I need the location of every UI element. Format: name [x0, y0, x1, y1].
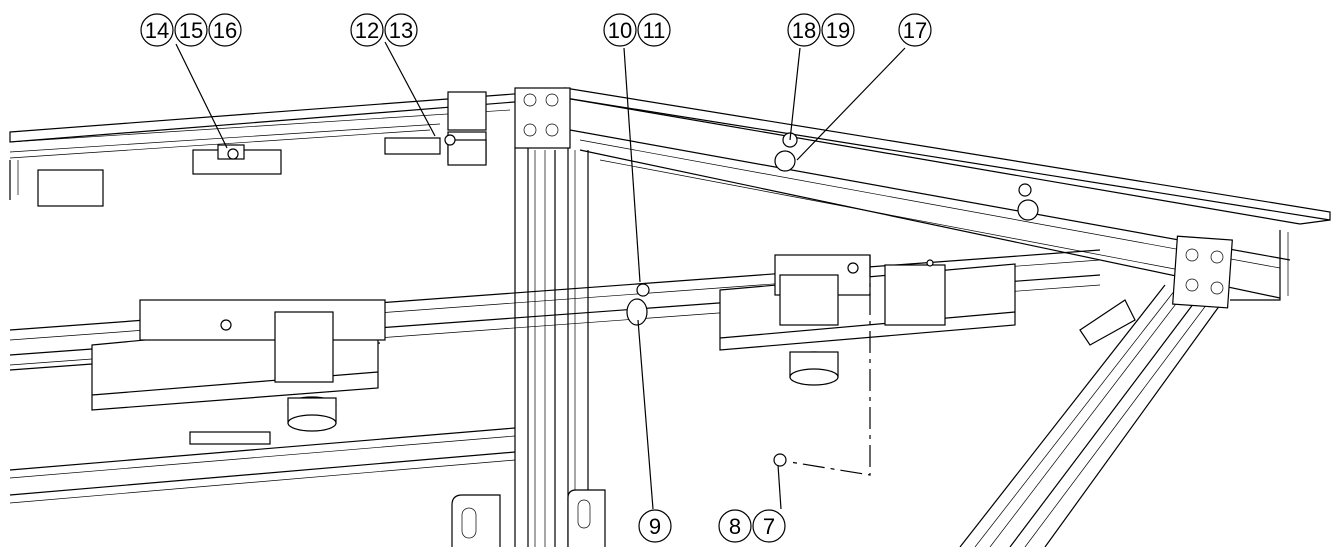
svg-text:12: 12: [355, 18, 379, 43]
svg-text:7: 7: [763, 514, 775, 539]
svg-text:8: 8: [729, 514, 741, 539]
svg-text:17: 17: [903, 18, 927, 43]
svg-text:19: 19: [826, 18, 850, 43]
callout-15: 15: [174, 13, 208, 47]
svg-text:10: 10: [608, 18, 632, 43]
vertical-post: [514, 148, 589, 547]
callout-11: 11: [637, 13, 671, 47]
svg-text:9: 9: [649, 514, 661, 539]
left-carriage: [91, 299, 386, 445]
callout-7: 7: [752, 509, 786, 543]
callout-12: 12: [350, 13, 384, 47]
callout-16: 16: [208, 13, 242, 47]
right-carriage: [719, 254, 1016, 386]
upper-right-beam: [564, 87, 1331, 301]
svg-text:13: 13: [389, 18, 413, 43]
callout-17: 17: [898, 13, 932, 47]
svg-text:16: 16: [213, 18, 237, 43]
callout-18: 18: [787, 13, 821, 47]
svg-text:14: 14: [145, 18, 169, 43]
callout-13: 13: [384, 13, 418, 47]
svg-text:11: 11: [643, 18, 666, 43]
svg-text:15: 15: [179, 18, 203, 43]
bottom-brackets: [451, 489, 606, 547]
callout-9: 9: [638, 509, 672, 543]
callout-10: 10: [603, 13, 637, 47]
upper-carriages: [37, 137, 487, 207]
callout-19: 19: [821, 13, 855, 47]
reference-line: [789, 255, 871, 476]
leader-lines: [175, 41, 906, 510]
callout-14: 14: [140, 13, 174, 47]
callout-8: 8: [718, 509, 752, 543]
diagonal-brace: [959, 235, 1233, 547]
svg-text:18: 18: [792, 18, 816, 43]
